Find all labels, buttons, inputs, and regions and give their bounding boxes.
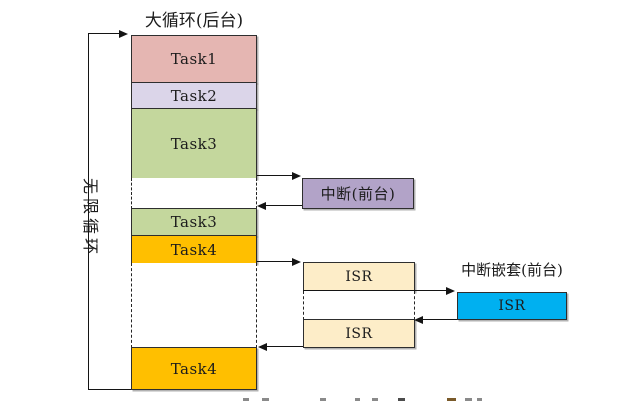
background-loop-title: 大循环(后台) <box>144 11 244 31</box>
task4-second-label: Task4 <box>170 359 218 378</box>
isr-first-box: ISR <box>303 262 415 292</box>
arrow-task4-to-isr-head-icon <box>292 258 301 266</box>
arrow-task3-to-interrupt-line <box>257 175 293 176</box>
loop-bottom-line <box>88 389 133 390</box>
task3-first-box: Task3 <box>131 108 257 179</box>
caption-fragment-mark <box>477 398 482 401</box>
isr-first-label: ISR <box>345 269 373 285</box>
task1-label: Task1 <box>170 50 218 68</box>
task3-second-label: Task3 <box>170 213 218 231</box>
nested-interrupt-title: 中断嵌套(前台) <box>461 261 563 279</box>
arrow-isr-to-nested-isr-line <box>303 290 446 291</box>
infinite-loop-label: 无限循环 <box>81 177 100 258</box>
task4-second-box: Task4 <box>131 347 257 390</box>
arrow-isr-to-nested-isr-head-icon <box>446 287 455 295</box>
caption-fragment-mark <box>372 398 378 401</box>
caption-fragment-mark <box>447 398 456 401</box>
loop-top-line <box>88 33 119 34</box>
preempted-gap-2 <box>131 263 257 348</box>
interrupt-foreground-box: 中断(前台) <box>302 178 414 209</box>
caption-fragment-mark <box>355 398 360 401</box>
task1-box: Task1 <box>131 35 257 83</box>
caption-fragment-mark <box>262 398 269 401</box>
task4-first-box: Task4 <box>131 235 257 264</box>
arrow-isr-return-to-task4-head-icon <box>258 343 267 351</box>
task3-first-label: Task3 <box>170 134 218 153</box>
cropped-caption-fragments <box>235 398 490 404</box>
arrow-interrupt-return-head-icon <box>257 202 266 210</box>
interrupt-foreground-label: 中断(前台) <box>320 185 396 203</box>
arrow-interrupt-return-line <box>266 205 302 206</box>
arrow-task3-to-interrupt-head-icon <box>292 172 301 180</box>
arrow-nested-isr-return-head-icon <box>414 316 423 324</box>
caption-fragment-mark <box>243 398 249 401</box>
isr-second-label: ISR <box>345 325 373 342</box>
nested-isr-box: ISR <box>457 292 567 320</box>
loop-entry-arrowhead-icon <box>119 30 128 38</box>
caption-fragment-mark <box>320 398 326 401</box>
task2-box: Task2 <box>131 82 257 109</box>
task4-first-label: Task4 <box>170 240 218 259</box>
preempted-gap-1 <box>131 178 257 209</box>
task2-label: Task2 <box>170 86 218 105</box>
caption-fragment-mark <box>465 398 472 401</box>
arrow-nested-isr-return-line <box>423 319 457 320</box>
nested-isr-label: ISR <box>498 298 526 314</box>
isr-preempted-gap <box>303 291 415 320</box>
isr-second-box: ISR <box>303 319 415 348</box>
task3-second-box: Task3 <box>131 208 257 236</box>
caption-fragment-mark <box>398 398 405 401</box>
loop-vertical-line <box>88 33 89 390</box>
arrow-task4-to-isr-line <box>257 261 293 262</box>
arrow-isr-return-to-task4-line <box>267 346 303 347</box>
